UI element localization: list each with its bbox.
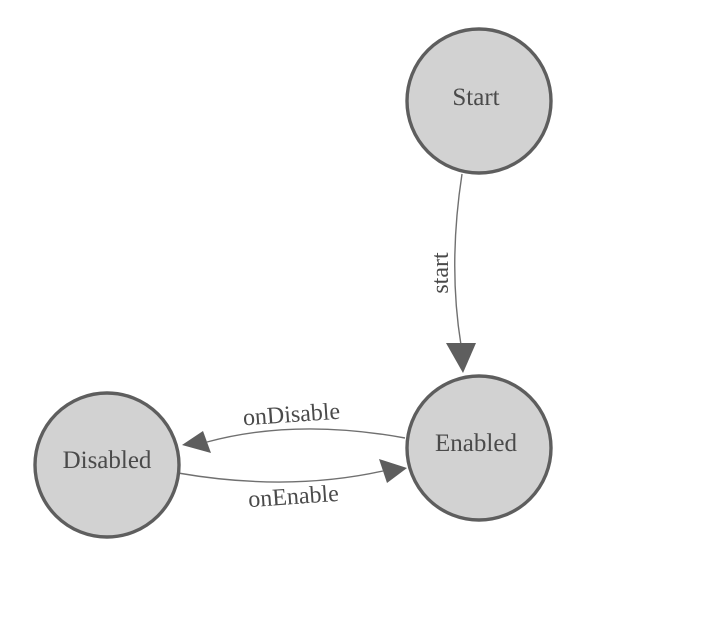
edge-label-ondisable: onDisable <box>242 399 341 432</box>
state-node-start: Start <box>405 27 553 175</box>
edge-disabled-to-enabled: onEnable <box>177 459 407 513</box>
edge-line-start <box>454 173 463 346</box>
arrowhead-icon <box>446 343 476 373</box>
state-label-disabled: Disabled <box>63 447 152 474</box>
state-circle-disabled <box>33 391 181 539</box>
state-circle-enabled <box>405 374 553 522</box>
arrowhead-icon <box>379 459 407 483</box>
state-label-start: Start <box>452 84 499 111</box>
state-node-enabled: Enabled <box>405 374 553 522</box>
arrowhead-icon <box>182 431 211 453</box>
state-label-enabled: Enabled <box>435 430 517 457</box>
edge-label-start: start <box>428 252 454 294</box>
edge-start-to-enabled: start <box>428 173 476 373</box>
edge-label-onenable: onEnable <box>247 481 339 513</box>
state-node-disabled: Disabled <box>33 391 181 539</box>
edge-line-ondisable <box>206 428 406 443</box>
edge-enabled-to-disabled: onDisable <box>182 399 406 453</box>
state-circle-start <box>405 27 553 175</box>
edge-line-onenable <box>177 470 384 483</box>
